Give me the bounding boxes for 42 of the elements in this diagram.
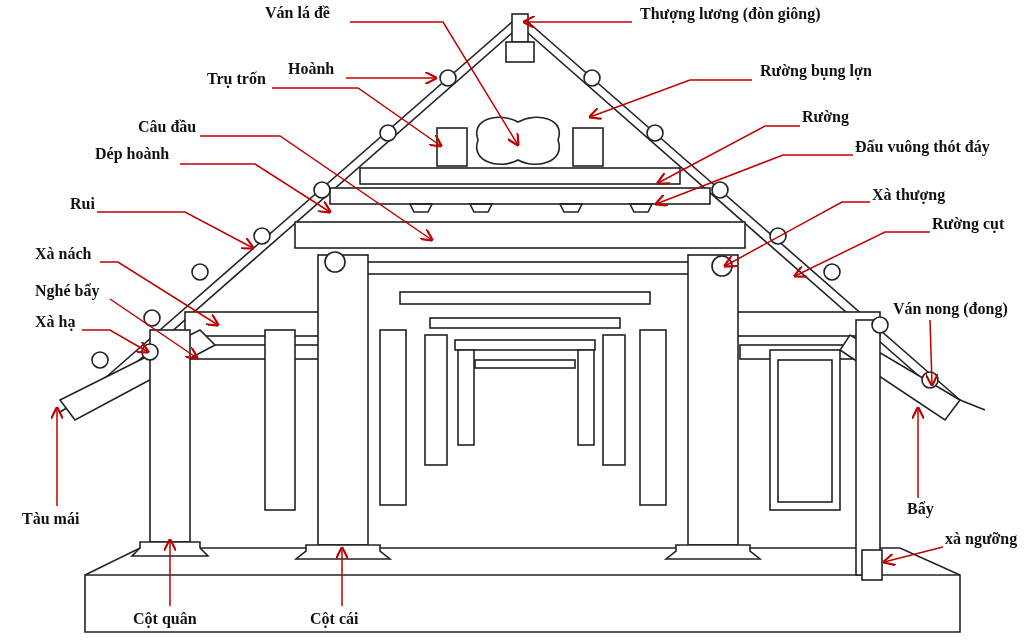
part-label: Rui	[70, 195, 95, 213]
part-label: Đấu vuông thót đáy	[855, 138, 990, 156]
leader-line	[924, 319, 939, 388]
leader-line	[587, 79, 753, 120]
leader-line	[653, 154, 854, 207]
part-label: Rường cụt	[932, 215, 1005, 233]
part-label: Ván nong (đong)	[893, 300, 1008, 318]
part-label: Nghé bẩy	[35, 282, 100, 300]
leader-line	[792, 231, 931, 278]
leader-line	[910, 405, 926, 499]
leader-line	[96, 211, 256, 250]
leader-line	[345, 70, 439, 86]
leader-line	[722, 201, 871, 268]
part-label: Dép hoành	[95, 145, 170, 163]
part-label: Rường	[802, 108, 849, 126]
leader-line	[881, 546, 944, 567]
leader-line	[334, 545, 350, 607]
part-label: Ván lá đề	[265, 4, 330, 22]
part-label: Xà thượng	[872, 186, 946, 204]
leader-line	[81, 329, 151, 354]
part-label: Bẩy	[907, 500, 934, 518]
leader-line	[271, 87, 444, 148]
leader-line	[99, 261, 221, 327]
part-label: Hoành	[288, 60, 335, 78]
part-label: Rường bụng lợn	[760, 62, 872, 80]
part-label: Cột quân	[133, 610, 197, 628]
leader-line	[655, 125, 801, 185]
leader-line	[49, 405, 65, 507]
leader-line	[162, 537, 178, 607]
part-label: Xà hạ	[35, 313, 76, 331]
part-label: Câu đầu	[138, 118, 197, 136]
part-label: Thượng lương (đòn giông)	[640, 5, 821, 23]
leader-line	[109, 298, 200, 360]
part-label: Trụ trốn	[207, 70, 266, 88]
part-label: Cột cái	[310, 610, 359, 628]
part-label: Tàu mái	[22, 510, 80, 528]
leader-line	[349, 21, 520, 148]
leader-line	[199, 135, 435, 242]
leader-line	[179, 163, 333, 214]
part-label: Xà nách	[35, 245, 92, 263]
leader-line	[521, 14, 633, 30]
part-label: xà ngưỡng	[945, 530, 1018, 548]
